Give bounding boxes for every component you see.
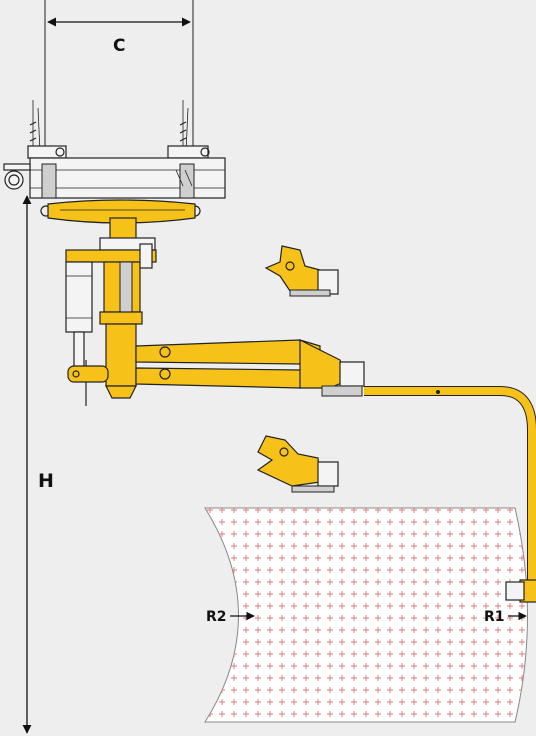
gripper-head-lower	[256, 435, 339, 493]
vertical-column	[65, 217, 157, 399]
width-label: C	[113, 36, 125, 56]
outer-radius-marker: R2	[206, 609, 255, 625]
turntable	[47, 199, 196, 224]
inner-radius-marker: R1	[484, 609, 527, 625]
outer-radius-label: R2	[206, 609, 227, 625]
top-carriage	[3, 100, 226, 217]
work-area	[204, 507, 528, 723]
height-dimension: H	[22, 195, 54, 734]
width-dimension: C	[44, 0, 194, 150]
pneumatic-cylinder	[65, 261, 93, 406]
height-label: H	[38, 470, 54, 492]
gripper-head-upper	[264, 245, 339, 297]
curved-boom	[364, 386, 536, 603]
articulated-arm	[67, 339, 365, 397]
inner-radius-label: R1	[484, 609, 505, 625]
